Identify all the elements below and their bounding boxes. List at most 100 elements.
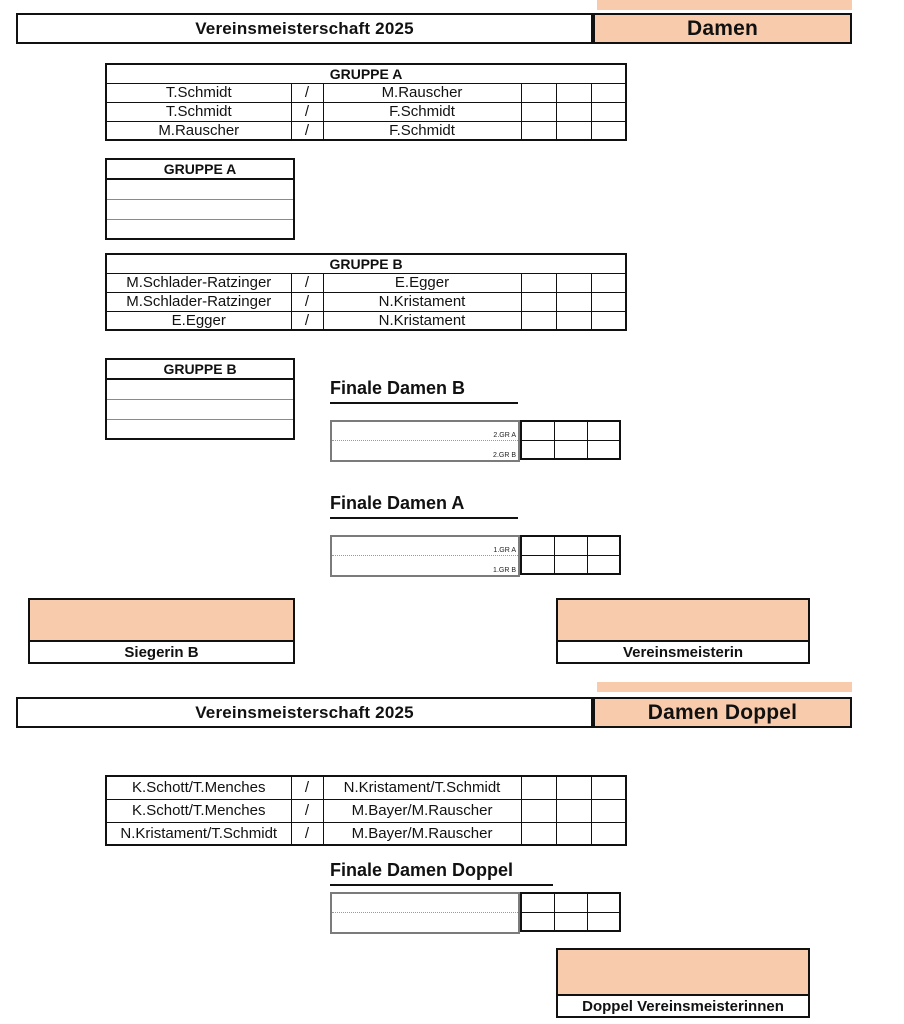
vs-cell: / [290, 821, 324, 846]
score-cell [555, 798, 592, 823]
finale-score-grid [520, 892, 621, 932]
table-header-row: GRUPPE B [105, 253, 627, 274]
score-cell [555, 101, 592, 122]
winner-label: Vereinsmeisterin [622, 643, 744, 661]
score-cell [586, 535, 621, 556]
score-row [520, 439, 621, 460]
finale-damen-a-heading: Finale Damen A [330, 493, 518, 519]
score-cell [590, 101, 627, 122]
pair-left-cell: N.Kristament/T.Schmidt [105, 821, 292, 846]
vs-cell: / [290, 101, 324, 122]
score-cell [553, 535, 588, 556]
finale-damen-b-table: 2.GR A 2.GR B [330, 420, 621, 462]
score-cell [555, 775, 592, 800]
standings-empty-row [106, 218, 294, 239]
pair-right-cell: M.Bayer/M.Rauscher [322, 821, 522, 846]
score-cell [590, 310, 627, 331]
accent-strip-top [597, 0, 852, 10]
table-header-row: GRUPPE A [105, 63, 627, 84]
player-right-cell: F.Schmidt [322, 120, 522, 141]
score-cell [590, 82, 627, 103]
winner-label: Doppel Vereinsmeisterinnen [582, 997, 784, 1015]
player-left-cell: T.Schmidt [105, 82, 292, 103]
score-row [520, 420, 621, 441]
score-cell [520, 439, 555, 460]
gruppe-a-standings-table: GRUPPE A [105, 158, 295, 240]
seed-label: 1.GR B [493, 567, 516, 574]
score-cell [555, 291, 592, 312]
score-row [520, 535, 621, 556]
score-cell [520, 554, 555, 575]
vs-cell: / [290, 120, 324, 141]
score-cell [555, 310, 592, 331]
score-cell [555, 82, 592, 103]
finale-damen-doppel-table [330, 892, 621, 934]
finale-score-grid [520, 420, 621, 460]
score-cell [553, 554, 588, 575]
score-cell [590, 291, 627, 312]
section-title-damen: Vereinsmeisterschaft 2025 [16, 13, 593, 44]
finalist-row [332, 894, 518, 913]
vs-cell: / [290, 798, 324, 823]
score-cell [520, 82, 557, 103]
match-row: M.Schlader-Ratzinger / N.Kristament [105, 291, 627, 312]
finalist-row: 1.GR A [332, 537, 518, 556]
match-row: M.Rauscher / F.Schmidt [105, 120, 627, 141]
match-row: K.Schott/T.Menches / M.Bayer/M.Rauscher [105, 798, 627, 823]
winner-name-field [558, 950, 808, 996]
group-title: GRUPPE B [105, 253, 627, 274]
seed-label: 2.GR B [493, 452, 516, 459]
category-badge-text: Damen Doppel [647, 700, 798, 724]
doppel-match-table: K.Schott/T.Menches / N.Kristament/T.Schm… [105, 775, 627, 846]
category-badge-doppel: Damen Doppel [593, 697, 852, 728]
standings-empty-row [106, 379, 294, 399]
score-cell [520, 911, 555, 932]
finalist-name-box [330, 892, 520, 934]
score-cell [520, 120, 557, 141]
standings-empty-row [106, 198, 294, 219]
score-cell [555, 120, 592, 141]
finalist-name-box: 2.GR A 2.GR B [330, 420, 520, 462]
winner-box-doppel: Doppel Vereinsmeisterinnen [556, 948, 810, 1018]
standings-header-row: GRUPPE A [106, 159, 294, 180]
vs-cell: / [290, 775, 324, 800]
score-row [520, 554, 621, 575]
score-cell [590, 775, 627, 800]
pair-left-cell: K.Schott/T.Menches [105, 798, 292, 823]
standings-title: GRUPPE B [106, 359, 294, 380]
seed-label: 2.GR A [493, 432, 516, 439]
match-row: T.Schmidt / M.Rauscher [105, 82, 627, 103]
player-right-cell: N.Kristament [322, 310, 522, 331]
player-left-cell: T.Schmidt [105, 101, 292, 122]
player-left-cell: M.Schlader-Ratzinger [105, 272, 292, 293]
score-cell [553, 892, 588, 913]
finale-damen-doppel-heading: Finale Damen Doppel [330, 860, 553, 886]
score-cell [520, 821, 557, 846]
vs-cell: / [290, 82, 324, 103]
standings-title: GRUPPE A [106, 159, 294, 180]
score-row [520, 892, 621, 913]
score-cell [553, 911, 588, 932]
finalist-row: 2.GR A [332, 422, 518, 441]
player-left-cell: M.Rauscher [105, 120, 292, 141]
score-cell [553, 439, 588, 460]
score-cell [586, 554, 621, 575]
pair-right-cell: N.Kristament/T.Schmidt [322, 775, 522, 800]
player-right-cell: N.Kristament [322, 291, 522, 312]
score-cell [590, 798, 627, 823]
finale-damen-b-heading: Finale Damen B [330, 378, 518, 404]
player-left-cell: M.Schlader-Ratzinger [105, 291, 292, 312]
score-cell [590, 120, 627, 141]
score-cell [520, 798, 557, 823]
winner-box-vereinsmeisterin: Vereinsmeisterin [556, 598, 810, 664]
player-right-cell: M.Rauscher [322, 82, 522, 103]
score-cell [520, 310, 557, 331]
standings-empty-row [106, 418, 294, 439]
category-badge-text: Damen [686, 16, 759, 40]
category-badge-damen: Damen [593, 13, 852, 44]
score-cell [586, 911, 621, 932]
score-cell [586, 892, 621, 913]
winner-label: Siegerin B [124, 643, 199, 661]
score-cell [520, 272, 557, 293]
vs-cell: / [290, 291, 324, 312]
